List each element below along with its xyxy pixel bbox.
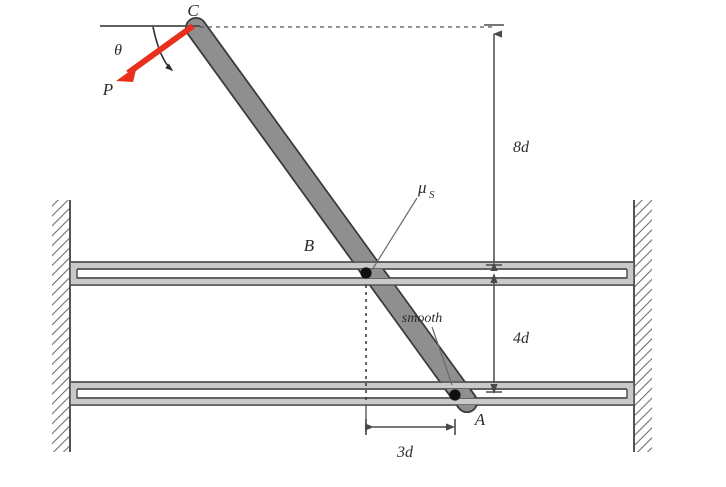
label-dimension-3d: 3d xyxy=(396,444,414,461)
left-wall-hatch xyxy=(52,200,70,452)
lower-rail-overlay xyxy=(70,381,634,406)
dimension-3d xyxy=(365,419,456,435)
rod xyxy=(185,17,478,413)
lower-rail-bottom-flange xyxy=(71,398,633,405)
upper-rail-channel xyxy=(76,268,628,279)
leader-line-mu xyxy=(371,197,418,271)
upper-rail-top-flange xyxy=(71,263,633,270)
label-force-p: P xyxy=(102,80,113,99)
dimension-4d-lower-arrowhead xyxy=(490,384,498,394)
dimension-8d-lower-arrowhead xyxy=(490,262,498,271)
label-dimension-8d: 8d xyxy=(513,139,530,156)
label-mu-subscript: S xyxy=(429,189,435,201)
leader-line-smooth xyxy=(431,326,453,386)
label-point-b: B xyxy=(304,236,315,255)
label-friction-coefficient: μ S xyxy=(417,178,435,201)
force-p-arrow xyxy=(116,23,195,82)
contact-pin-a xyxy=(449,389,461,401)
lower-rail-top-flange xyxy=(71,383,633,390)
left-wall xyxy=(52,200,71,452)
theta-arc-arrow xyxy=(152,26,174,71)
dimension-8d xyxy=(484,24,504,271)
right-wall-hatch xyxy=(634,200,652,452)
label-point-a: A xyxy=(474,410,486,429)
dimension-4d xyxy=(486,273,502,394)
right-wall xyxy=(633,200,652,452)
label-angle-theta: θ xyxy=(114,42,122,59)
lower-rail-channel xyxy=(76,388,628,399)
dimension-3d-right-arrowhead xyxy=(446,423,455,431)
label-point-c: C xyxy=(187,1,199,20)
label-mu-symbol: μ xyxy=(417,178,427,197)
force-p-head xyxy=(116,66,137,82)
upper-rail-overlay xyxy=(70,261,634,286)
label-dimension-4d: 4d xyxy=(513,330,530,347)
rod-body xyxy=(186,18,477,412)
dimension-4d-upper-arrowhead xyxy=(490,273,498,283)
label-smooth-note: smooth xyxy=(402,311,442,326)
force-p-shaft xyxy=(126,23,195,76)
upper-rail-bottom-flange xyxy=(71,278,633,285)
contact-pin-b xyxy=(360,267,372,279)
